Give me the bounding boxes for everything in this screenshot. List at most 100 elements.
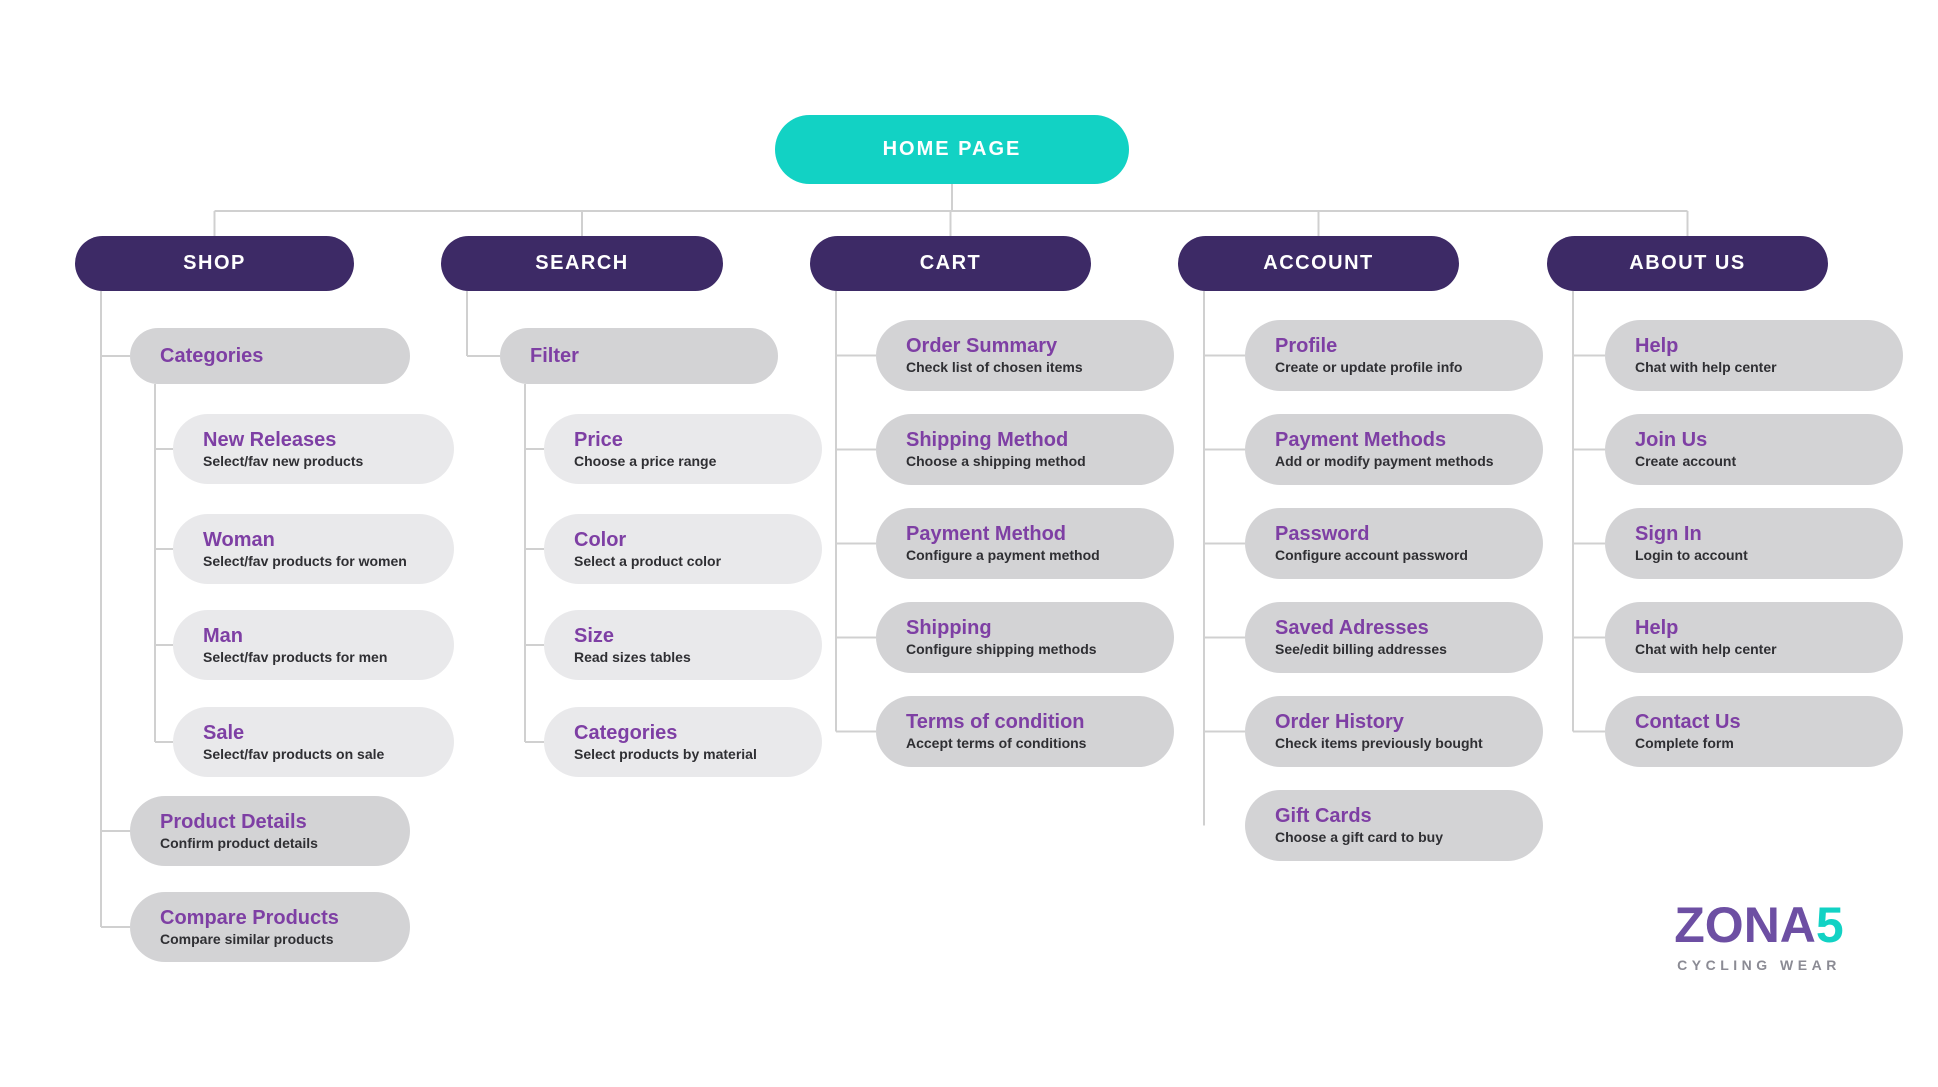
node-title: Order History xyxy=(1275,711,1404,734)
node-password: Password Configure account password xyxy=(1245,508,1543,579)
node-title: Man xyxy=(203,624,243,647)
node-home-page: HOME PAGE xyxy=(775,115,1129,184)
node-title: Price xyxy=(574,428,623,451)
node-title: Size xyxy=(574,624,615,647)
node-title: Color xyxy=(574,528,627,551)
node-title: Order Summary xyxy=(906,335,1058,358)
node-subtitle: Configure account password xyxy=(1275,547,1468,564)
node-subtitle: Read sizes tables xyxy=(574,648,691,665)
node-title: HOME PAGE xyxy=(882,138,1022,160)
node-new-releases: New Releases Select/fav new products xyxy=(173,414,454,484)
node-shipping-method: Shipping Method Choose a shipping method xyxy=(876,414,1174,485)
node-payment-method: Payment Method Configure a payment metho… xyxy=(876,508,1174,579)
node-gift-cards: Gift Cards Choose a gift card to buy xyxy=(1245,790,1543,861)
node-subtitle: Select/fav products for women xyxy=(203,552,407,569)
node-title: Categories xyxy=(160,345,264,367)
node-join-us: Join Us Create account xyxy=(1605,414,1903,485)
node-help-2: Help Chat with help center xyxy=(1605,602,1903,673)
node-title: Woman xyxy=(203,528,275,551)
node-sign-in: Sign In Login to account xyxy=(1605,508,1903,579)
node-title: CART xyxy=(919,252,982,274)
node-subtitle: Select a product color xyxy=(574,552,722,569)
node-subtitle: Select/fav new products xyxy=(203,452,364,469)
node-saved-adresses: Saved Adresses See/edit billing addresse… xyxy=(1245,602,1543,673)
node-subtitle: Configure shipping methods xyxy=(906,641,1097,658)
node-contact-us: Contact Us Complete form xyxy=(1605,696,1903,767)
node-subtitle: Configure a payment method xyxy=(906,547,1100,564)
node-subtitle: See/edit billing addresses xyxy=(1275,641,1447,658)
node-account: ACCOUNT xyxy=(1178,236,1459,291)
node-subtitle: Create account xyxy=(1635,453,1737,470)
node-subtitle: Chat with help center xyxy=(1635,359,1777,376)
node-compare-products: Compare Products Compare similar product… xyxy=(130,892,410,962)
node-title: Gift Cards xyxy=(1275,805,1372,828)
node-shipping: Shipping Configure shipping methods xyxy=(876,602,1174,673)
node-subtitle: Choose a price range xyxy=(574,452,717,469)
node-title: Shipping xyxy=(906,617,992,640)
node-title: Sale xyxy=(203,721,245,744)
node-sale: Sale Select/fav products on sale xyxy=(173,707,454,777)
node-payment-methods: Payment Methods Add or modify payment me… xyxy=(1245,414,1543,485)
node-size: Size Read sizes tables xyxy=(544,610,822,680)
node-about-us: ABOUT US xyxy=(1547,236,1828,291)
node-title: Saved Adresses xyxy=(1275,617,1429,640)
node-subtitle: Choose a shipping method xyxy=(906,453,1086,470)
node-subtitle: Check list of chosen items xyxy=(906,359,1083,376)
node-profile: Profile Create or update profile info xyxy=(1245,320,1543,391)
node-title: Payment Method xyxy=(906,523,1067,546)
node-color: Color Select a product color xyxy=(544,514,822,584)
node-man: Man Select/fav products for men xyxy=(173,610,454,680)
node-product-details: Product Details Confirm product details xyxy=(130,796,410,866)
node-title: Help xyxy=(1635,335,1679,358)
node-title: SHOP xyxy=(183,252,246,274)
node-title: Shipping Method xyxy=(906,429,1069,452)
node-title: ACCOUNT xyxy=(1263,252,1374,274)
node-title: Sign In xyxy=(1635,523,1702,546)
node-filter-categories: Categories Select products by material xyxy=(544,707,822,777)
node-subtitle: Select/fav products on sale xyxy=(203,745,385,762)
node-filter: Filter xyxy=(500,328,778,384)
node-subtitle: Choose a gift card to buy xyxy=(1275,829,1444,846)
node-title: Profile xyxy=(1275,335,1338,358)
brand-name: ZONA xyxy=(1674,897,1816,953)
node-subtitle: Select/fav products for men xyxy=(203,648,388,665)
node-search: SEARCH xyxy=(441,236,723,291)
node-title: Filter xyxy=(530,345,579,367)
node-cart: CART xyxy=(810,236,1091,291)
node-subtitle: Compare similar products xyxy=(160,930,334,947)
node-woman: Woman Select/fav products for women xyxy=(173,514,454,584)
node-order-history: Order History Check items previously bou… xyxy=(1245,696,1543,767)
node-subtitle: Complete form xyxy=(1635,735,1734,752)
node-subtitle: Confirm product details xyxy=(160,834,318,851)
node-subtitle: Create or update profile info xyxy=(1275,359,1463,376)
node-order-summary: Order Summary Check list of chosen items xyxy=(876,320,1174,391)
node-title: ABOUT US xyxy=(1629,252,1746,274)
node-subtitle: Select products by material xyxy=(574,745,757,762)
node-help-1: Help Chat with help center xyxy=(1605,320,1903,391)
node-subtitle: Chat with help center xyxy=(1635,641,1777,658)
brand-logo: ZONA5 CYCLING WEAR xyxy=(1664,900,1854,973)
node-title: SEARCH xyxy=(535,252,629,274)
node-categories: Categories xyxy=(130,328,410,384)
node-title: Contact Us xyxy=(1635,711,1741,734)
node-title: New Releases xyxy=(203,428,337,451)
node-subtitle: Accept terms of conditions xyxy=(906,735,1087,752)
node-title: Join Us xyxy=(1635,429,1708,452)
node-title: Compare Products xyxy=(160,906,339,929)
node-title: Help xyxy=(1635,617,1679,640)
node-title: Categories xyxy=(574,721,678,744)
brand-wordmark: ZONA5 xyxy=(1664,900,1854,950)
node-title: Payment Methods xyxy=(1275,429,1447,452)
node-terms-of-condition: Terms of condition Accept terms of condi… xyxy=(876,696,1174,767)
node-subtitle: Check items previously bought xyxy=(1275,735,1483,752)
node-title: Password xyxy=(1275,523,1370,546)
node-title: Product Details xyxy=(160,810,307,833)
node-title: Terms of condition xyxy=(906,711,1085,734)
node-subtitle: Login to account xyxy=(1635,547,1748,564)
brand-tagline: CYCLING WEAR xyxy=(1677,957,1841,973)
node-subtitle: Add or modify payment methods xyxy=(1275,453,1494,470)
brand-accent: 5 xyxy=(1815,897,1844,953)
node-price: Price Choose a price range xyxy=(544,414,822,484)
